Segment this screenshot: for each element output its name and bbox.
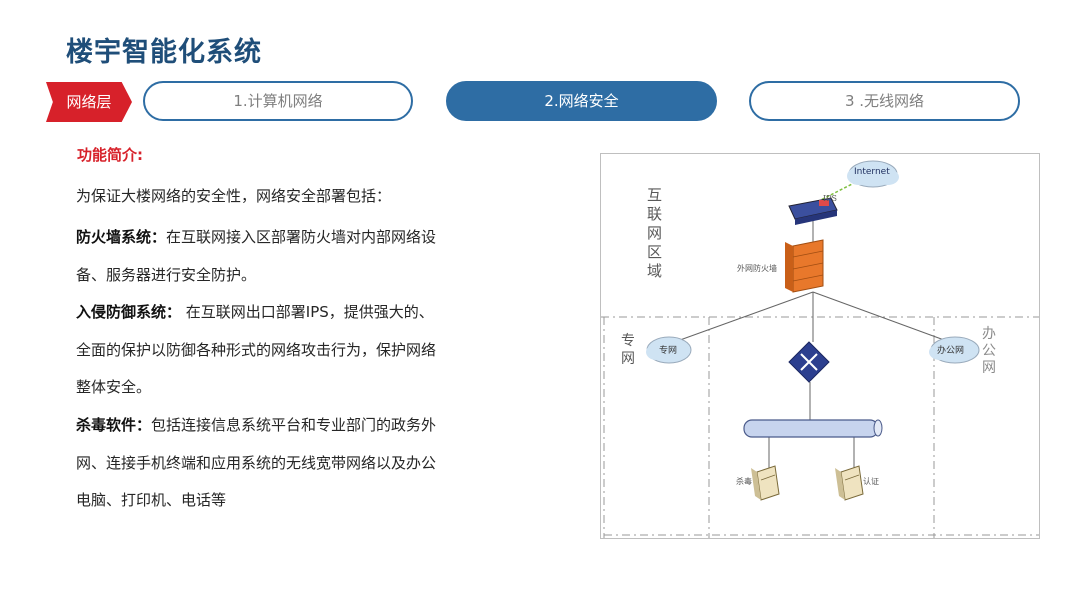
layer-tag: 网络层: [46, 82, 132, 122]
text-line: 入侵防御系统： 在互联网出口部署IPS，提供强大的、: [76, 303, 434, 321]
text-line: 网、连接手机终端和应用系统的无线宽带网络以及办公: [76, 454, 437, 472]
server-auth-label: 认证: [863, 477, 879, 486]
firewall-label: 外网防火墙: [737, 264, 777, 273]
antivirus-server-icon: [751, 465, 780, 501]
text-line: 防火墙系统：在互联网接入区部署防火墙对内部网络设: [76, 228, 437, 246]
office-cloud-label: 办公网: [937, 346, 965, 356]
firewall-icon: [785, 239, 824, 293]
office-net-cloud-icon: [929, 336, 980, 364]
text-line: 电脑、打印机、电话等: [76, 491, 227, 509]
auth-server-icon: [835, 465, 864, 501]
internet-label: Internet: [854, 167, 890, 177]
network-bus-icon: [743, 419, 883, 438]
private-cloud-label: 专网: [659, 346, 678, 356]
zone-internet-label: 互联网区域: [647, 186, 663, 280]
tab-network-security[interactable]: 2.网络安全: [446, 81, 717, 121]
text-line: 全面的保护以防御各种形式的网络攻击行为，保护网络: [76, 341, 437, 359]
ips-router-icon: [788, 197, 838, 225]
internet-cloud-icon: [847, 160, 899, 188]
text-line: 备、服务器进行安全防护。: [76, 266, 257, 284]
server-av-label: 杀毒: [736, 477, 752, 486]
tab-computer-network[interactable]: 1.计算机网络: [143, 81, 413, 121]
tab-wireless-network[interactable]: 3 .无线网络: [749, 81, 1020, 121]
text-line: 整体安全。: [76, 378, 152, 396]
text-line: 杀毒软件：包括连接信息系统平台和专业部门的政务外: [76, 416, 437, 434]
intro-heading: 功能简介:: [77, 146, 143, 164]
zone-office-label: 办公网: [982, 326, 996, 376]
core-switch-icon: [788, 341, 830, 383]
zone-private-label: 专网: [621, 333, 635, 367]
ips-label: IPS: [823, 194, 838, 203]
page-title: 楼宇智能化系统: [66, 37, 262, 68]
private-net-cloud-icon: [646, 336, 692, 364]
text-line: 为保证大楼网络的安全性，网络安全部署包括：: [76, 187, 392, 205]
network-security-diagram: Internet IPS 互联网区域 外网防火墙 专网 专网 办公网 办公网 杀…: [600, 153, 1040, 539]
